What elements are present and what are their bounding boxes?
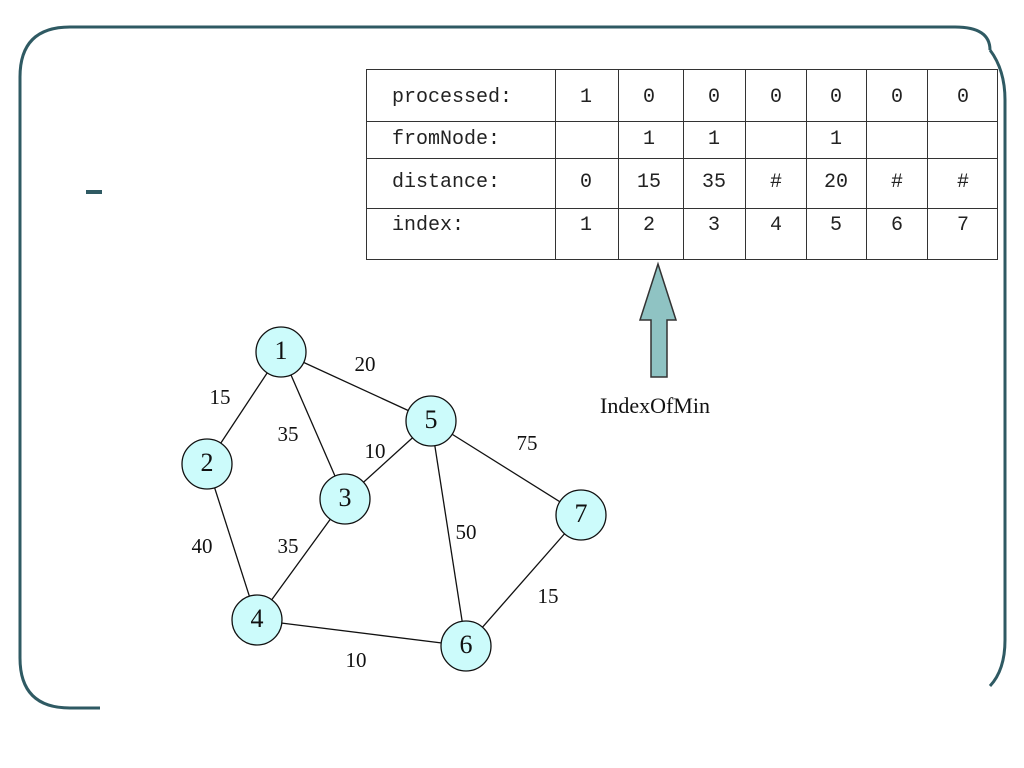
- table-column-divider: [555, 70, 556, 259]
- graph-node-6: 6: [440, 620, 492, 672]
- edge-weight-label: 15: [538, 584, 559, 608]
- table-row-label: index:: [392, 214, 465, 237]
- edge-7-6: [465, 514, 582, 647]
- edge-1-3: [280, 351, 346, 500]
- edge-weight-label: 40: [192, 534, 213, 558]
- node-label: 6: [460, 630, 473, 659]
- graph-node-7: 7: [555, 489, 607, 541]
- table-row-label: processed:: [392, 86, 513, 109]
- graph-node-3: 3: [319, 473, 371, 525]
- graph-node-1: 1: [255, 326, 307, 378]
- table-column-divider: [618, 70, 619, 259]
- node-circle: [231, 594, 283, 646]
- table-cell: 5: [829, 214, 842, 237]
- graph-node-2: 2: [181, 438, 233, 490]
- table-row-label: fromNode:: [392, 128, 501, 151]
- table-cell: 15: [636, 171, 661, 194]
- table-cell: 20: [823, 171, 848, 194]
- table-cell: 1: [829, 128, 842, 151]
- table-cell: 0: [890, 86, 903, 109]
- table-row-divider: [367, 121, 997, 122]
- edge-weight-label: 15: [210, 385, 231, 409]
- edge-weight-label: 50: [456, 520, 477, 544]
- table-cell: 0: [829, 86, 842, 109]
- table-cell: 0: [769, 86, 782, 109]
- table-row-label: distance:: [392, 171, 501, 194]
- edge-weight-label: 20: [355, 352, 376, 376]
- edge-weight-label: 35: [278, 534, 299, 558]
- edge-weight-label: 75: [517, 431, 538, 455]
- node-circle: [440, 620, 492, 672]
- top-frame-line: [100, 25, 992, 51]
- table-cell: #: [956, 171, 969, 194]
- edge-weight-label: 35: [278, 422, 299, 446]
- edge-4-6: [256, 619, 467, 647]
- table-column-divider: [927, 70, 928, 259]
- table-cell: #: [890, 171, 903, 194]
- table-column-divider: [683, 70, 684, 259]
- table-cell: 1: [707, 128, 720, 151]
- edge-weight-label: 10: [365, 439, 386, 463]
- table-cell: 0: [707, 86, 720, 109]
- node-label: 3: [339, 483, 352, 512]
- node-circle: [319, 473, 371, 525]
- edge-2-4: [206, 463, 258, 621]
- graph-node-5: 5: [405, 395, 457, 447]
- table-cell: 0: [956, 86, 969, 109]
- index-of-min-arrow: [638, 261, 678, 378]
- edge-5-6: [430, 420, 467, 647]
- edge-1-5: [280, 351, 432, 422]
- table-row-divider: [367, 158, 997, 159]
- node-circle: [555, 489, 607, 541]
- table-cell: 7: [956, 214, 969, 237]
- graph-node-4: 4: [231, 594, 283, 646]
- table-cell: 1: [579, 86, 592, 109]
- table-cell: 1: [642, 128, 655, 151]
- node-label: 7: [575, 499, 588, 528]
- table-cell: 1: [579, 214, 592, 237]
- table-cell: 6: [890, 214, 903, 237]
- table-cell: 2: [642, 214, 655, 237]
- table-column-divider: [866, 70, 867, 259]
- left-frame-bracket: [18, 25, 100, 710]
- node-label: 5: [425, 405, 438, 434]
- node-circle: [405, 395, 457, 447]
- bullet-dash: [86, 190, 102, 194]
- node-label: 1: [275, 336, 288, 365]
- dijkstra-table: processed: 1 0 0 0 0 0 0 fromNode: 1 1 1 distance: 0 1…: [366, 69, 998, 260]
- table-cell: 35: [701, 171, 726, 194]
- node-label: 2: [201, 448, 214, 477]
- table-cell: #: [769, 171, 782, 194]
- table-cell: 0: [642, 86, 655, 109]
- table-cell: 3: [707, 214, 720, 237]
- edge-weight-label: 10: [346, 648, 367, 672]
- table-column-divider: [806, 70, 807, 259]
- index-of-min-label: IndexOfMin: [600, 393, 710, 418]
- edge-5-7: [430, 420, 582, 516]
- node-label: 4: [251, 604, 264, 633]
- node-circle: [255, 326, 307, 378]
- node-circle: [181, 438, 233, 490]
- table-cell: 4: [769, 214, 782, 237]
- table-column-divider: [745, 70, 746, 259]
- right-frame-bracket: [988, 49, 1007, 688]
- table-row-divider: [367, 208, 997, 209]
- table-cell: 0: [579, 171, 592, 194]
